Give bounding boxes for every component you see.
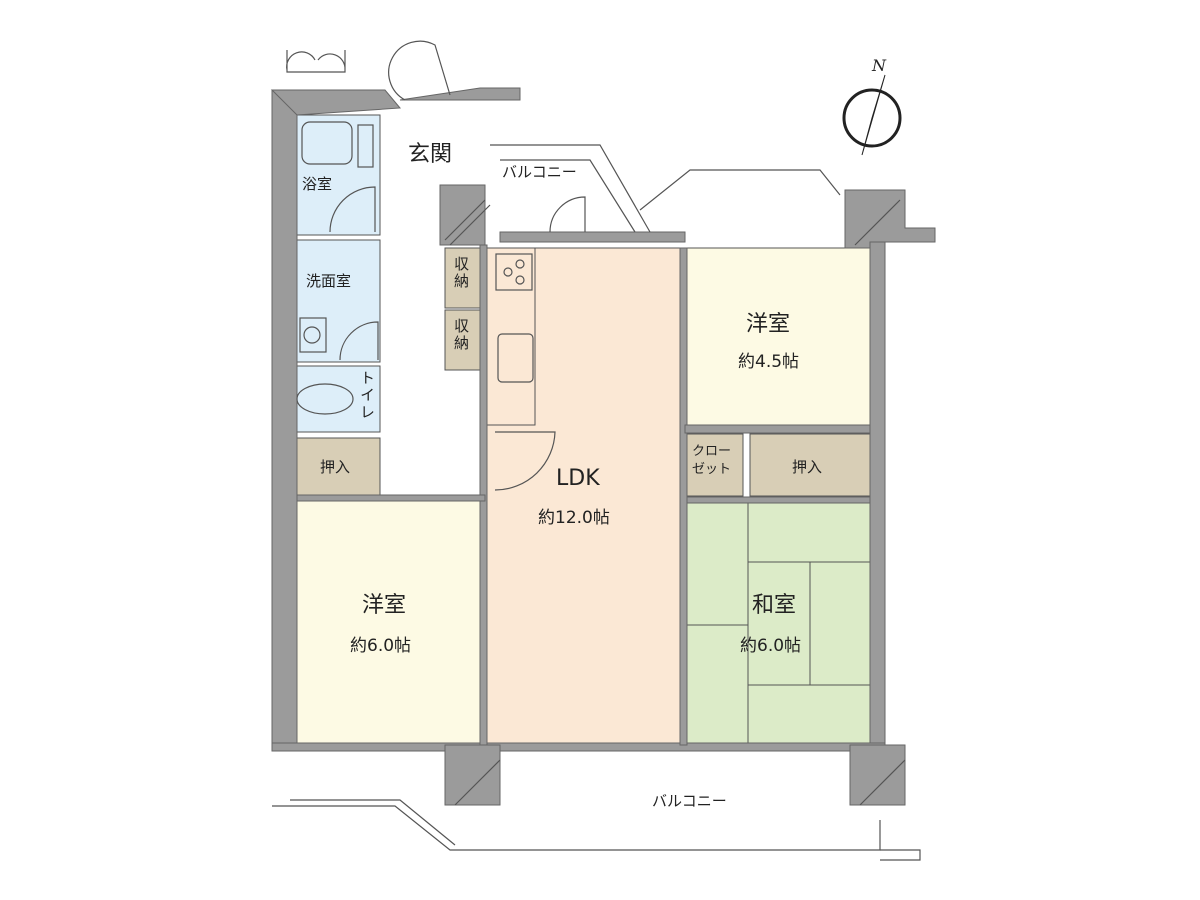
closet-label-line1: クロー <box>692 444 732 459</box>
storage2-label: 収納 <box>452 318 470 352</box>
storage1-label: 収納 <box>452 256 470 290</box>
western-small-area-label: 約4.5帖 <box>738 352 800 372</box>
kitchen-counter <box>486 247 536 426</box>
oshiire-left-area <box>296 437 381 496</box>
toilet-label: トイレ <box>358 370 376 421</box>
oshiire-left-label: 押入 <box>320 458 351 476</box>
storage2-area <box>444 309 483 371</box>
compass-north-label: N <box>872 56 886 75</box>
washitsu-area <box>686 502 871 746</box>
compass-icon <box>842 74 902 156</box>
western-large-area <box>296 499 486 746</box>
balcony-top-label: バルコニー <box>502 163 577 181</box>
washroom-area <box>296 239 381 363</box>
genkan-label: 玄関 <box>408 142 453 167</box>
ldk-label: LDK <box>556 466 600 491</box>
oshiire-right-area <box>749 433 871 497</box>
ldk-area-label: 約12.0帖 <box>538 508 610 528</box>
toilet-area <box>296 365 381 433</box>
western-small-label: 洋室 <box>746 312 791 337</box>
bath-label: 浴室 <box>302 175 333 193</box>
western-small-area <box>684 247 871 426</box>
washitsu-label: 和室 <box>752 593 797 618</box>
washitsu-area-label: 約6.0帖 <box>740 636 802 656</box>
washroom-label: 洗面室 <box>306 272 352 290</box>
western-large-label: 洋室 <box>362 593 407 618</box>
bath-area <box>296 114 381 236</box>
western-large-area-label: 約6.0帖 <box>350 636 412 656</box>
oshiire-right-label: 押入 <box>792 458 823 476</box>
walls <box>270 87 936 806</box>
balcony-bottom-label: バルコニー <box>652 792 727 810</box>
closet-label-line2: ゼット <box>692 462 732 477</box>
